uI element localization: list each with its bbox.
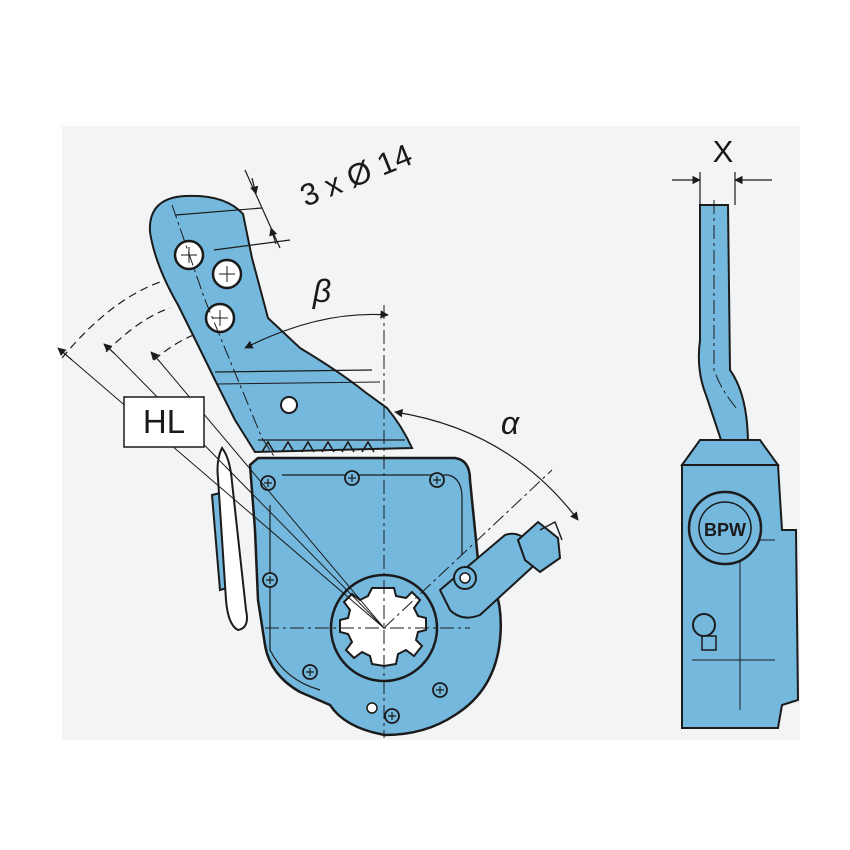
brand-logo: BPW xyxy=(704,520,746,540)
holes-dimension-label: 3 x Ø 14 xyxy=(295,137,417,213)
adjusting-hex xyxy=(516,520,562,574)
beta-label: β xyxy=(312,273,331,309)
hl-label: HL xyxy=(143,403,185,440)
lever-hole-2 xyxy=(211,258,243,290)
lever-arm xyxy=(148,194,414,454)
lever-hole-3 xyxy=(204,302,236,334)
alpha-label: α xyxy=(501,405,520,441)
x-dimension-label: X xyxy=(713,134,734,169)
side-view: BPW X xyxy=(672,134,800,729)
lever-small-hole xyxy=(280,396,298,414)
side-lever-arm xyxy=(697,204,750,457)
hl-label-box: HL xyxy=(123,396,205,448)
front-view: HL β α 3 x Ø 14 xyxy=(57,137,579,738)
